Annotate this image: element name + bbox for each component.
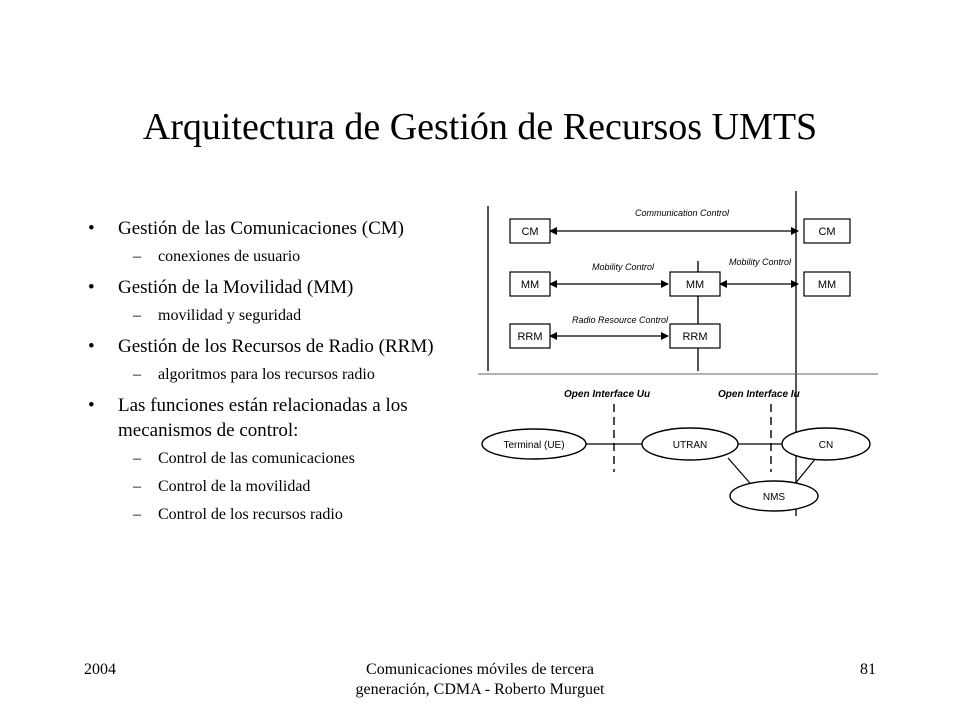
bullet-item: • Las funciones están relacionadas a los…	[82, 393, 462, 525]
dash-icon: –	[133, 506, 141, 523]
svg-text:RRM: RRM	[682, 331, 707, 343]
sub-bullet-item: – algoritmos para los recursos radio	[118, 365, 462, 385]
nms-node: NMS	[729, 480, 819, 512]
svg-text:CM: CM	[521, 226, 538, 238]
sub-bullet-text: conexiones de usuario	[158, 248, 301, 265]
cn-node: CN	[781, 427, 871, 461]
sub-bullet-item: – conexiones de usuario	[118, 247, 462, 267]
terminal-ue-node: Terminal (UE)	[481, 428, 587, 460]
svg-text:MM: MM	[818, 279, 836, 291]
sub-bullet-text: movilidad y seguridad	[158, 307, 302, 324]
bullet-dot-icon: •	[88, 336, 95, 357]
svg-text:NMS: NMS	[763, 492, 786, 503]
bullet-dot-icon: •	[88, 218, 95, 239]
sub-bullet-text: Control de la movilidad	[158, 478, 311, 495]
sub-bullet-item: – movilidad y seguridad	[118, 306, 462, 326]
rrm-left-box: RRM	[509, 323, 551, 349]
svg-text:UTRAN: UTRAN	[673, 440, 707, 451]
rrm-middle-box: RRM	[669, 323, 721, 349]
svg-text:Terminal (UE): Terminal (UE)	[503, 440, 564, 451]
radio-resource-control-label: Radio Resource Control	[572, 315, 669, 325]
bullet-item: • Gestión de las Comunicaciones (CM) – c…	[82, 216, 462, 267]
cm-right-box: CM	[803, 218, 851, 244]
umts-architecture-diagram: Communication Control Mobility Control M…	[478, 191, 878, 516]
cm-left-box: CM	[509, 218, 551, 244]
bullet-text: Las funciones están relacionadas a los m…	[118, 395, 408, 441]
mobility-control-left-label: Mobility Control	[592, 262, 655, 272]
bullet-text: Gestión de la Movilidad (MM)	[118, 277, 354, 298]
mm-right-box: MM	[803, 271, 851, 297]
svg-text:CN: CN	[819, 440, 833, 451]
bullet-text: Gestión de las Comunicaciones (CM)	[118, 218, 405, 239]
bullet-text: Gestión de los Recursos de Radio (RRM)	[118, 336, 434, 357]
communication-control-label: Communication Control	[635, 208, 730, 218]
svg-text:MM: MM	[686, 279, 704, 291]
sub-bullet-item: – Control de los recursos radio	[118, 505, 462, 525]
open-interface-uu-label: Open Interface Uu	[564, 389, 650, 400]
svg-text:RRM: RRM	[517, 331, 542, 343]
footer-page-number: 81	[860, 661, 876, 678]
slide-title: Arquitectura de Gestión de Recursos UMTS	[142, 106, 818, 148]
bullet-item: • Gestión de los Recursos de Radio (RRM)…	[82, 334, 462, 385]
utran-node: UTRAN	[641, 427, 739, 461]
bullet-dot-icon: •	[88, 277, 95, 298]
sub-bullet-item: – Control de la movilidad	[118, 477, 462, 497]
footer-caption: Comunicaciones móviles de tercera genera…	[355, 661, 605, 698]
footer-year: 2004	[84, 661, 116, 678]
dash-icon: –	[133, 366, 141, 383]
sub-bullet-text: algoritmos para los recursos radio	[158, 366, 375, 383]
mobility-control-right-label: Mobility Control	[729, 257, 792, 267]
bullet-list: • Gestión de las Comunicaciones (CM) – c…	[82, 216, 462, 533]
bullet-item: • Gestión de la Movilidad (MM) – movilid…	[82, 275, 462, 326]
bullet-dot-icon: •	[88, 395, 95, 416]
dash-icon: –	[133, 248, 141, 265]
sub-bullet-item: – Control de las comunicaciones	[118, 449, 462, 469]
mm-left-box: MM	[509, 271, 551, 297]
svg-text:MM: MM	[521, 279, 539, 291]
sub-bullet-text: Control de los recursos radio	[158, 506, 343, 523]
svg-text:CM: CM	[818, 226, 835, 238]
mm-middle-box: MM	[669, 271, 721, 297]
dash-icon: –	[133, 450, 141, 467]
sub-bullet-text: Control de las comunicaciones	[158, 450, 355, 467]
open-interface-iu-label: Open Interface Iu	[718, 389, 800, 400]
dash-icon: –	[133, 307, 141, 324]
dash-icon: –	[133, 478, 141, 495]
